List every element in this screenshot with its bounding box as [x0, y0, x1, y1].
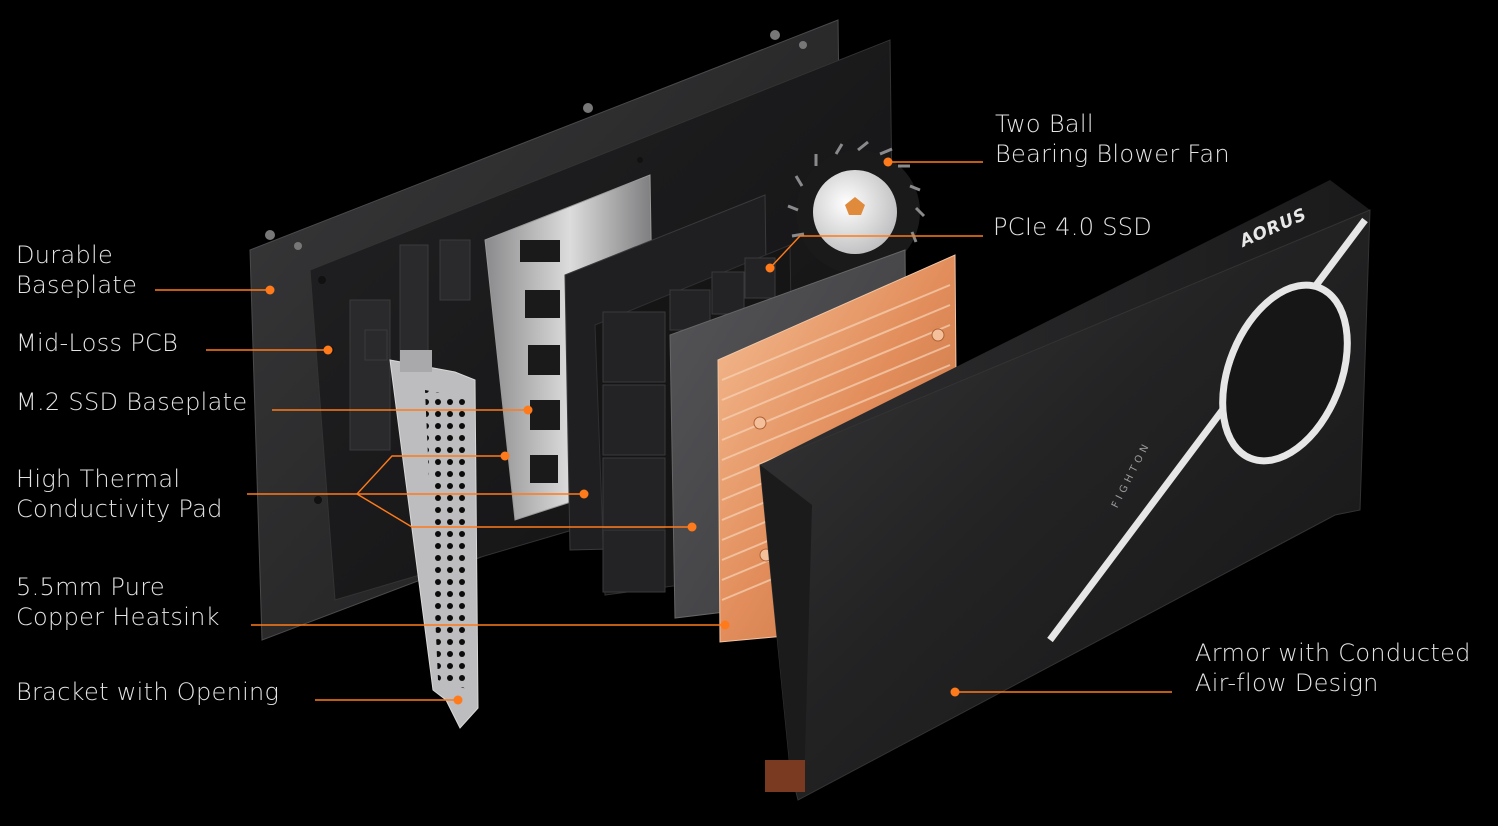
label-line: Conductivity Pad [16, 495, 223, 523]
leader-bracket-dot [453, 695, 463, 705]
leader-armor-dot [950, 687, 960, 697]
callout-bracket-with-opening: Bracket with Opening [16, 677, 279, 707]
leader-pcie-ssd [769, 235, 983, 269]
ssd-nand-chips [602, 257, 776, 593]
bracket-vent-holes [425, 390, 470, 690]
label-line: Bracket with Opening [16, 678, 280, 706]
leader-durable-baseplate-dot [265, 285, 275, 295]
label-line: Bearing Blower Fan [995, 140, 1230, 168]
blower-fan-shape [787, 140, 926, 274]
leader-pad-2-dot [579, 489, 589, 499]
label-line: PCIe 4.0 SSD [993, 213, 1153, 241]
callout-copper-heatsink: 5.5mm Pure Copper Heatsink [16, 572, 220, 632]
label-line: Armor with Conducted [1195, 639, 1471, 667]
callout-mid-loss-pcb: Mid-Loss PCB [16, 328, 178, 358]
label-line: 5.5mm Pure [16, 573, 165, 601]
leader-mid-loss-pcb-dot [323, 345, 333, 355]
leader-copper-heatsink-dot [720, 620, 730, 630]
label-line: Baseplate [16, 271, 138, 299]
label-line: High Thermal [16, 465, 181, 493]
callout-pcie-ssd: PCIe 4.0 SSD [993, 212, 1152, 242]
label-line: Mid-Loss PCB [16, 329, 179, 357]
callout-m2-ssd-baseplate: M.2 SSD Baseplate [16, 387, 247, 417]
armor-fan-intake [1219, 281, 1351, 465]
label-line: Copper Heatsink [16, 603, 220, 631]
label-line: Durable [16, 241, 114, 269]
callout-armor-airflow: Armor with Conducted Air-flow Design [1195, 638, 1471, 698]
callout-high-thermal-conductivity-pad: High Thermal Conductivity Pad [16, 464, 223, 524]
m2-baseplate-cutouts [520, 240, 560, 483]
leader-pad-3 [356, 493, 692, 528]
armor-copper-edge [765, 760, 805, 792]
pcb-components [349, 239, 471, 451]
bracket-tab [400, 350, 432, 372]
label-line: Two Ball [995, 110, 1094, 138]
leader-blower-fan-dot [883, 157, 893, 167]
leader-pad-1-dot [500, 451, 510, 461]
leader-pcie-ssd-dot [765, 263, 775, 273]
leader-pad-3-dot [687, 522, 697, 532]
callout-durable-baseplate: Durable Baseplate [16, 240, 137, 300]
leader-pad-1 [356, 455, 505, 495]
armor-side-shape [760, 465, 812, 790]
callout-two-ball-bearing-blower-fan: Two Ball Bearing Blower Fan [995, 109, 1230, 169]
baseplate-screws [265, 30, 807, 250]
leader-m2-baseplate-dot [523, 405, 533, 415]
label-line: Air-flow Design [1195, 669, 1379, 697]
label-line: M.2 SSD Baseplate [16, 388, 248, 416]
